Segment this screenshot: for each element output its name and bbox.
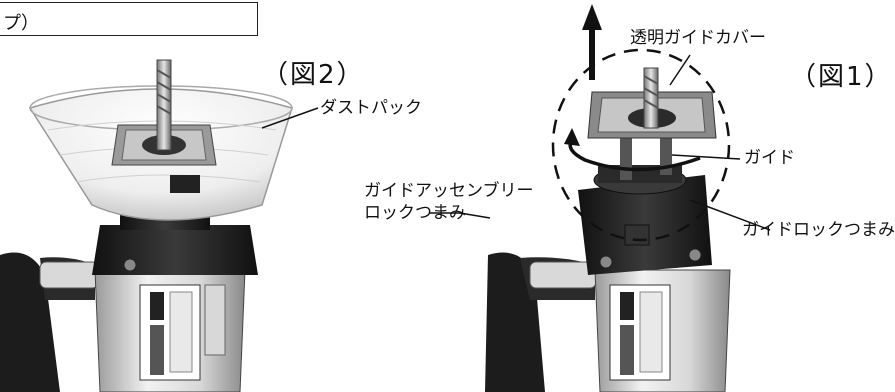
figure1-rotation-arrow [564, 128, 701, 172]
figure1-tool-illustration [485, 67, 731, 392]
callout-guide: ガイド [744, 148, 795, 168]
figure2-label: （図2） [262, 60, 365, 90]
callout-assembly-lock-line1: ガイドアッセンブリー [364, 181, 534, 201]
section-header-box: プ） [0, 2, 258, 36]
callout-clear-cover: 透明ガイドカバー [630, 28, 766, 48]
figure2-tool-illustration [0, 59, 293, 392]
figure1-leader-lines [669, 54, 771, 231]
figure1-label: （図1） [790, 62, 893, 92]
callout-assembly-lock-line2: ロックつまみ [364, 203, 466, 223]
section-header-text: プ） [3, 13, 39, 34]
figure1-up-arrow [582, 4, 602, 80]
figure1-dashed-outline [551, 48, 731, 242]
callout-guide-lock: ガイドロックつまみ [742, 220, 895, 240]
figure2-leader-lines [261, 107, 491, 219]
callout-dust-pack: ダストパック [320, 98, 422, 118]
